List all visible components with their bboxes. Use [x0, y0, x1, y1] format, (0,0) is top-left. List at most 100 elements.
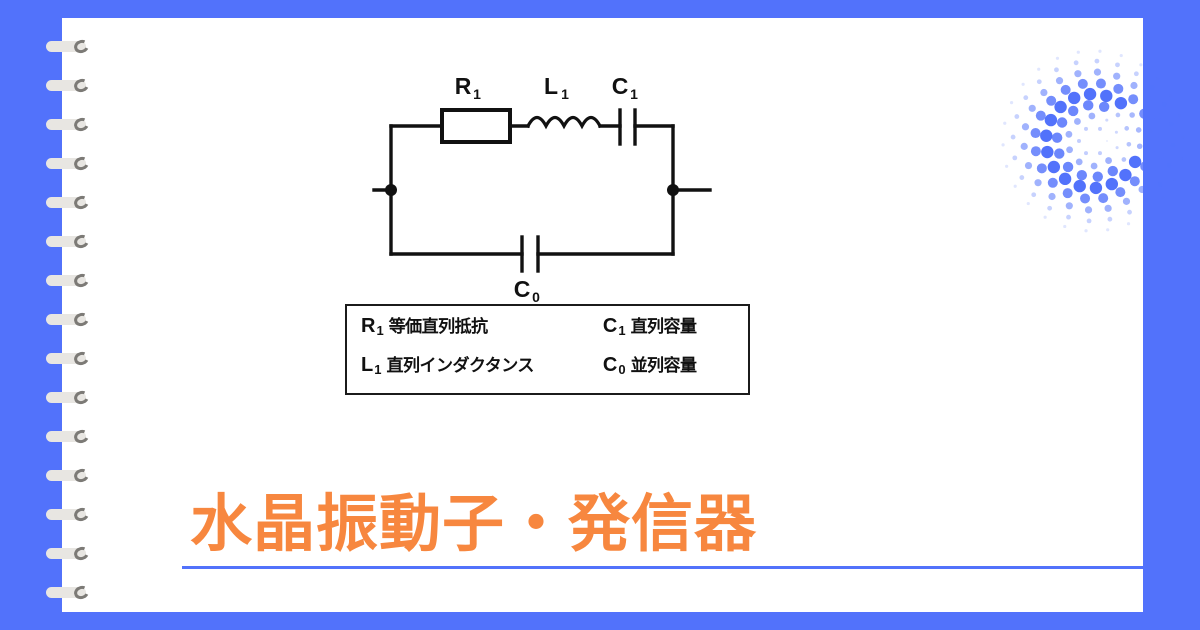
halftone-dot [1106, 228, 1110, 232]
halftone-dot [1014, 114, 1020, 119]
spiral-ring-bar [46, 587, 86, 598]
legend-symbol: L [361, 354, 374, 376]
spiral-ring [46, 427, 98, 446]
spiral-ring [46, 388, 98, 407]
halftone-dot-svg [1001, 49, 1185, 233]
halftone-dot [1035, 110, 1046, 121]
halftone-dot [1037, 67, 1041, 71]
halftone-dot [1048, 192, 1056, 201]
halftone-dot [1041, 145, 1054, 159]
halftone-dot [1166, 163, 1172, 168]
legend-description: 直列インダクタンス [386, 356, 534, 375]
halftone-dot [1181, 135, 1185, 139]
halftone-dot [1139, 63, 1143, 67]
halftone-dot [1047, 205, 1053, 211]
halftone-dot [1034, 179, 1042, 187]
halftone-dot [1012, 155, 1018, 161]
halftone-dot [1158, 132, 1166, 140]
label-C1-symbol: C [612, 73, 629, 99]
halftone-dot [1114, 96, 1128, 110]
halftone-dot [1019, 175, 1025, 180]
halftone-dot [1147, 128, 1153, 134]
spiral-ring [46, 154, 98, 173]
halftone-dot [1065, 202, 1073, 210]
spiral-ring [46, 271, 98, 290]
halftone-dot [1104, 204, 1112, 212]
legend-row: R 1 等価直列抵抗 C 1 直列容量 [361, 312, 748, 351]
spiral-ring-bar [46, 80, 86, 91]
halftone-dot [1003, 121, 1007, 125]
spiral-ring-bar [46, 158, 86, 169]
halftone-dot [1121, 157, 1127, 162]
label-L1-subscript: 1 [561, 86, 569, 102]
halftone-dot [1084, 229, 1088, 233]
label-C1-subscript: 1 [630, 86, 638, 102]
halftone-dot [1105, 118, 1109, 122]
label-C0-subscript: 0 [532, 289, 540, 305]
halftone-dot [1056, 117, 1068, 128]
halftone-dot [1026, 201, 1030, 206]
circuit-diagram: R 1 L 1 C 1 C 0 [332, 66, 762, 306]
legend-description: 直列容量 [630, 317, 698, 336]
halftone-dot [1115, 146, 1119, 150]
legend-subscript: 1 [618, 323, 626, 338]
halftone-dot [1074, 118, 1081, 125]
halftone-dot [1013, 184, 1017, 188]
halftone-dot [1124, 126, 1130, 131]
halftone-dot [1113, 83, 1124, 94]
halftone-dot [1063, 224, 1067, 229]
page-title: 水晶振動子・発信器 [190, 490, 758, 559]
halftone-dot [1093, 68, 1102, 76]
legend-item-c1: C 1 直列容量 [603, 312, 748, 338]
spiral-ring [46, 37, 98, 56]
halftone-dot [1023, 95, 1029, 101]
legend-symbol: R [361, 315, 376, 337]
label-R1-subscript: 1 [473, 86, 481, 102]
halftone-dot [1076, 170, 1088, 181]
halftone-dot [1115, 187, 1126, 198]
spiral-ring-bar [46, 314, 86, 325]
halftone-dot [1107, 216, 1113, 222]
halftone-dot [1044, 113, 1058, 127]
halftone-dot [1021, 82, 1025, 86]
halftone-dot [1127, 209, 1132, 215]
halftone-dot [1054, 148, 1065, 159]
legend-item-r1: R 1 等価直列抵抗 [361, 312, 603, 338]
halftone-dot [1047, 177, 1058, 188]
halftone-dot [1031, 192, 1037, 198]
halftone-dot [1066, 146, 1073, 154]
spiral-ring-bar [46, 548, 86, 559]
halftone-dot [1179, 157, 1183, 161]
halftone-dot [1115, 62, 1120, 68]
halftone-dot [1046, 95, 1057, 106]
halftone-dot [1122, 197, 1131, 205]
halftone-dot [1024, 161, 1033, 170]
spiral-ring-bar [46, 119, 86, 130]
halftone-dot [1161, 196, 1165, 200]
halftone-dot [1140, 161, 1151, 172]
halftone-dot [1055, 77, 1064, 85]
halftone-dot [1098, 49, 1102, 53]
spiral-ring [46, 466, 98, 485]
halftone-dot [1098, 101, 1110, 112]
halftone-dot [1126, 222, 1131, 226]
halftone-dot [1105, 177, 1119, 191]
legend-item-c0: C 0 並列容量 [603, 351, 748, 377]
halftone-dot [1084, 151, 1088, 156]
spiral-ring-bar [46, 470, 86, 481]
halftone-dot [1055, 56, 1060, 60]
halftone-dot [1066, 214, 1071, 220]
halftone-dot [1107, 165, 1118, 177]
halftone-dot [1083, 87, 1097, 101]
halftone-dot [1088, 112, 1096, 120]
halftone-dot [1168, 121, 1174, 127]
inductor-L1-coil [525, 115, 603, 130]
halftone-dot [1075, 158, 1083, 166]
resistor-R1-body [440, 108, 512, 144]
legend-row: L 1 直列インダクタンス C 0 並列容量 [361, 351, 748, 390]
halftone-dot [1156, 151, 1165, 159]
spiral-ring [46, 583, 98, 602]
halftone-dot [1128, 155, 1142, 169]
legend-symbol: C [602, 354, 618, 376]
halftone-dot [1074, 70, 1082, 78]
